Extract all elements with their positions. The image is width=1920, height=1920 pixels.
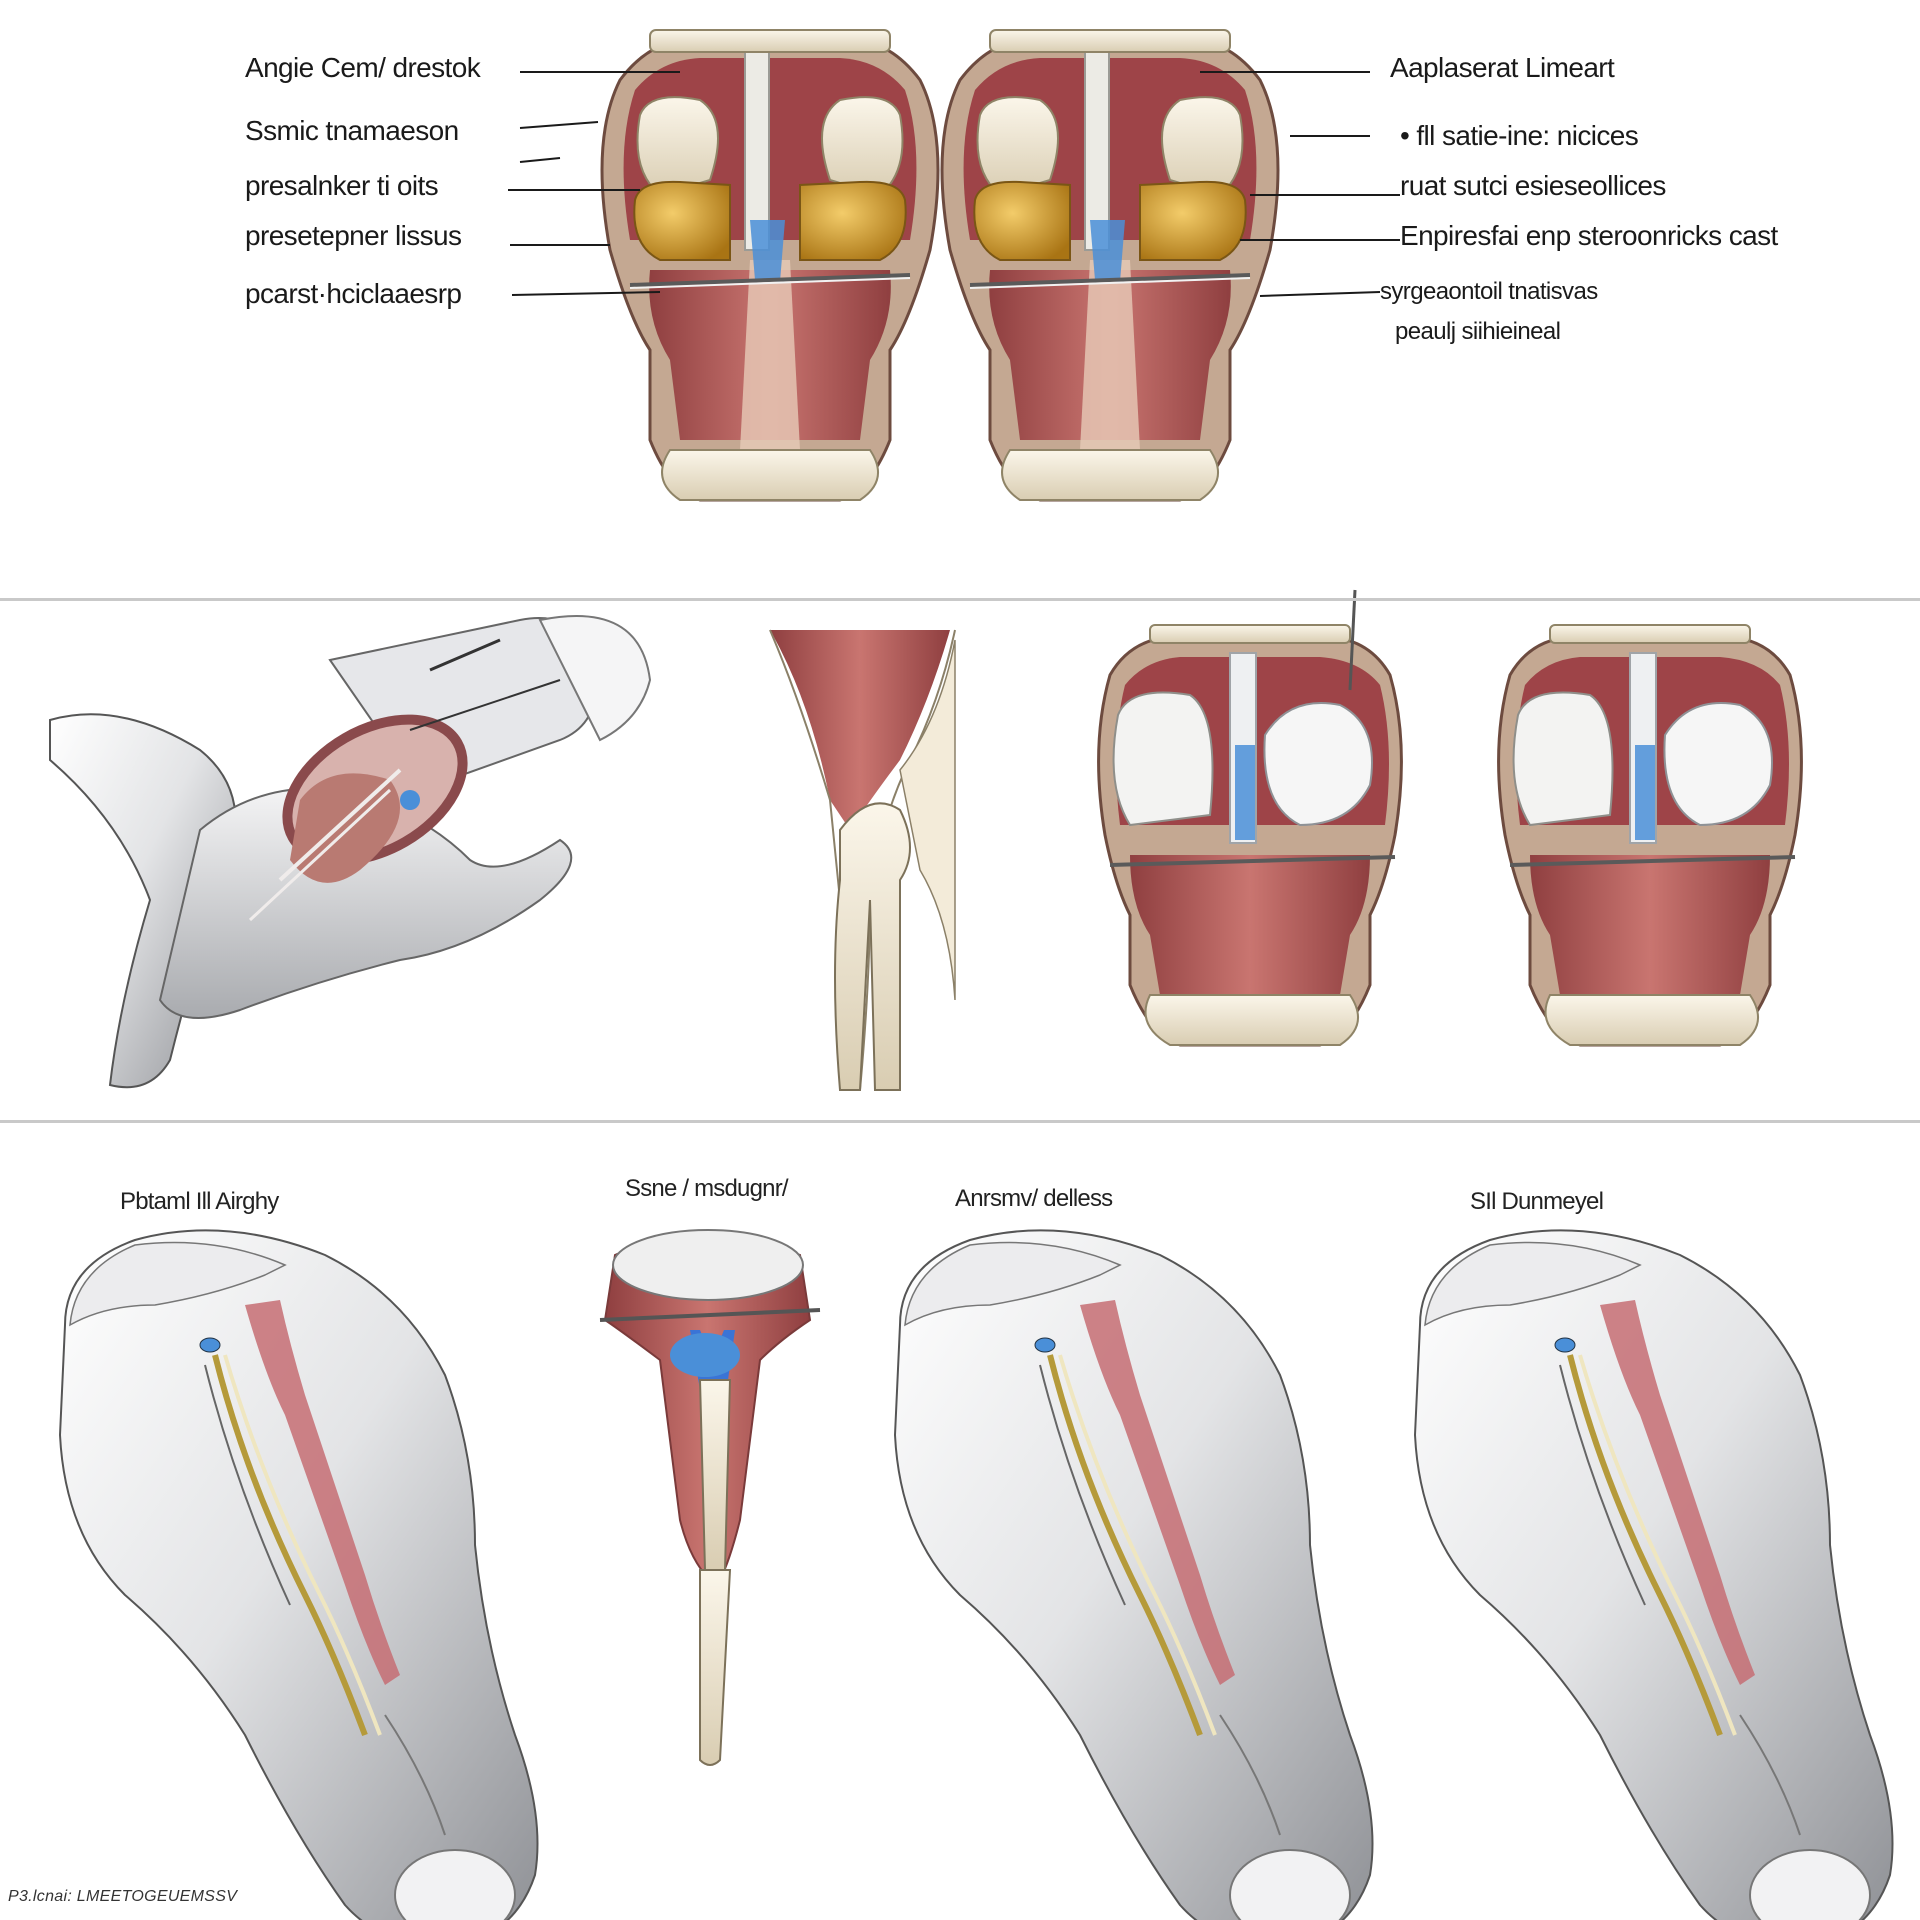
label-left-1: Angie Cem/ drestok bbox=[245, 52, 481, 83]
label-right-2: • fll satie-ine: nicices bbox=[1400, 120, 1639, 151]
label-left-2: Ssmic tnamaeson bbox=[245, 115, 459, 146]
leader-lines-right bbox=[1200, 71, 1400, 297]
caption-2: Ssne / msdugnr/ bbox=[625, 1175, 789, 1202]
caption-3: Anrsmv/ delless bbox=[955, 1185, 1113, 1212]
label-left-5: pcarst·hciclaaesrp bbox=[245, 278, 462, 309]
limb-view-1 bbox=[60, 1230, 538, 1920]
probe-needle bbox=[1348, 589, 1357, 691]
footer-text: P3.lcnai: LMEETOGEUEMSSV bbox=[8, 1888, 238, 1905]
leader-lines-left bbox=[508, 71, 680, 296]
label-right-1: Aaplaserat Limeart bbox=[1390, 52, 1615, 83]
caption-4: SIl Dunmeyel bbox=[1470, 1188, 1604, 1215]
divider-middle bbox=[0, 1120, 1920, 1123]
knee-implant-front bbox=[1096, 623, 1404, 1047]
label-left-4: presetepner lissus bbox=[245, 220, 462, 251]
label-right-6: peaulj siihieineal bbox=[1395, 318, 1561, 345]
label-right-5: syrgeaontoil tnatisvas bbox=[1380, 278, 1598, 305]
label-right-4: Enpiresfai enp steroonricks cast bbox=[1400, 220, 1778, 251]
knee-implant-back bbox=[1496, 623, 1804, 1047]
label-left-3: presalnker ti oits bbox=[245, 170, 439, 201]
limb-view-tibia bbox=[599, 1229, 821, 1766]
knee-front-view bbox=[600, 28, 940, 502]
knee-back-view bbox=[940, 28, 1280, 502]
limb-view-3 bbox=[895, 1230, 1373, 1920]
divider-top bbox=[0, 598, 1920, 601]
limb-view-4 bbox=[1415, 1230, 1893, 1920]
caption-1: Pbtaml Ill Airghy bbox=[120, 1188, 279, 1215]
label-right-3: ruat sutci esieseollices bbox=[1400, 170, 1666, 201]
leg-bone-muscle bbox=[769, 629, 956, 1091]
arthroscope-tool bbox=[49, 615, 652, 1089]
